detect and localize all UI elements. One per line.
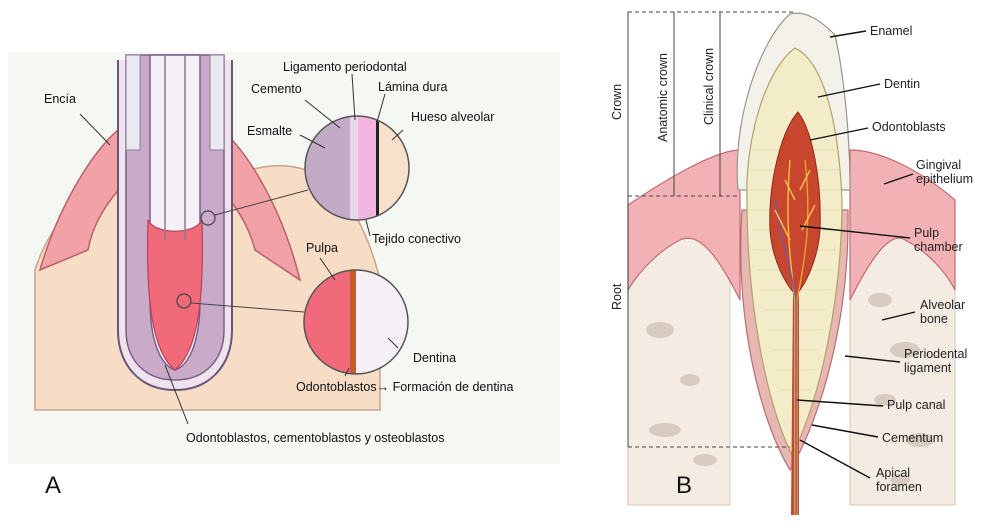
label-odontoblasts: Odontoblasts — [872, 120, 946, 134]
label-pulp-chamber: Pulp chamber — [914, 226, 963, 255]
label-pulp-canal: Pulp canal — [887, 398, 945, 412]
label-odontoblastos-formacion: Odontoblastos→ Formación de dentina — [296, 380, 514, 394]
label-hueso-alveolar: Hueso alveolar — [411, 110, 494, 124]
label-tejido-conectivo: Tejido conectivo — [372, 232, 461, 246]
label-cementum: Cementum — [882, 431, 943, 445]
label-dentin: Dentin — [884, 77, 920, 91]
label-esmalte: Esmalte — [247, 124, 292, 138]
label-alveolar-bone: Alveolar bone — [920, 298, 965, 327]
label-ligamento-periodontal: Ligamento periodontal — [283, 60, 407, 74]
label-anatomic-crown: Anatomic crown — [656, 53, 670, 142]
label-cemento: Cemento — [251, 82, 302, 96]
label-periodontal-ligament: Periodental ligament — [904, 347, 967, 376]
label-odontoblastos-cementoblastos: Odontoblastos, cementoblastos y osteobla… — [186, 431, 444, 445]
label-gingival-epithelium: Gingival epithelium — [916, 158, 973, 187]
label-dentina: Dentina — [413, 351, 456, 365]
panel-a-letter: A — [45, 472, 61, 500]
label-crown-vertical: Crown — [610, 84, 624, 120]
label-lamina-dura: Lámina dura — [378, 80, 448, 94]
label-apical-foramen: Apical foramen — [876, 466, 922, 495]
label-root-vertical: Root — [610, 284, 624, 310]
label-enamel: Enamel — [870, 24, 912, 38]
label-pulpa: Pulpa — [306, 241, 338, 255]
panel-b-letter: B — [676, 472, 692, 500]
label-encia: Encía — [44, 92, 76, 106]
label-clinical-crown: Clinical crown — [702, 48, 716, 125]
